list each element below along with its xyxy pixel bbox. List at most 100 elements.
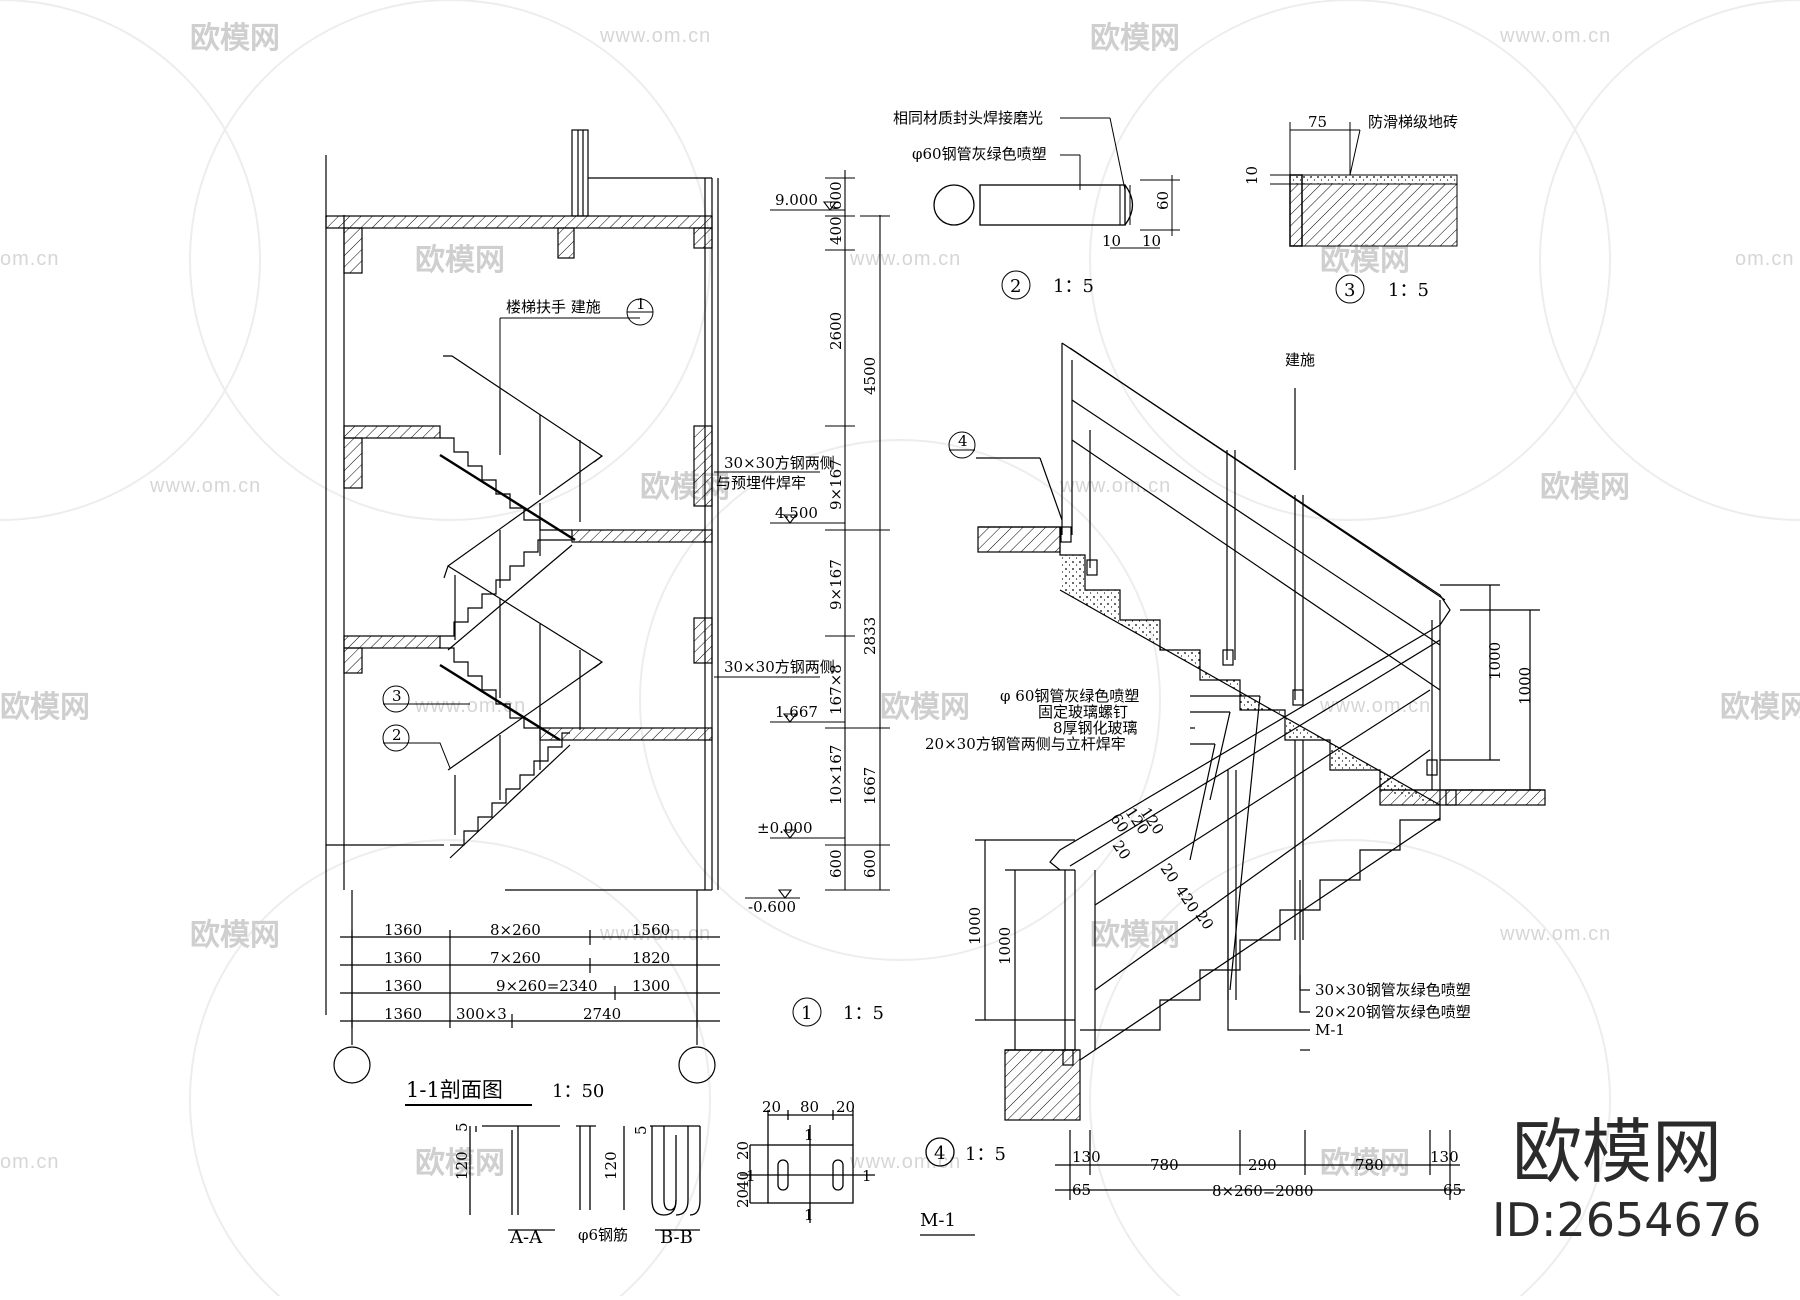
watermark-logo: 欧模网 — [1320, 1147, 1410, 1180]
rail-h-1000-d: 1000 — [996, 927, 1014, 965]
parts-details — [469, 1110, 975, 1236]
dim-600-top: 600 — [827, 181, 845, 210]
aa-dim-120: 120 — [453, 1151, 471, 1180]
rail-note-r3: M-1 — [1315, 1021, 1345, 1039]
bdim-1360-4: 1360 — [384, 1005, 422, 1023]
watermark-logo: 欧模网 — [1720, 691, 1800, 724]
detail2-num: 2 — [1010, 276, 1021, 297]
detail4-num: 4 — [934, 1143, 945, 1164]
plate-dim-20b: 20 — [836, 1098, 855, 1116]
section-scale: 1：50 — [552, 1081, 604, 1102]
rail-b-65a: 65 — [1072, 1181, 1091, 1199]
rail-d-420: 420 — [1172, 882, 1203, 916]
bdim-7x260: 7×260 — [490, 949, 541, 967]
note-steel-2: 30×30方钢两侧 — [724, 658, 835, 676]
label-rebar: φ6钢筋 — [578, 1226, 628, 1244]
d2-note-2: φ60钢管灰绿色喷塑 — [912, 145, 1047, 163]
watermark-url: www.om.cn — [599, 25, 711, 47]
rail-d-20c: 20 — [1192, 907, 1218, 933]
rail-note-3: 8厚钢化玻璃 — [1053, 719, 1138, 737]
bb-dim-5: 5 — [632, 1125, 650, 1135]
d3-dim-10: 10 — [1243, 166, 1261, 185]
watermark-logo: 欧模网 — [190, 22, 280, 55]
dim-2833: 2833 — [861, 617, 879, 655]
rail-b-290: 290 — [1248, 1156, 1277, 1174]
bdim-1360-2: 1360 — [384, 949, 422, 967]
d2-note-1: 相同材质封头焊接磨光 — [893, 109, 1043, 127]
bdim-9x260: 9×260=2340 — [496, 977, 597, 995]
watermark-logo: 欧模网 — [640, 471, 730, 504]
parts-labels: 5 120 120 5 A-A φ6钢筋 B-B 20 80 20 20 40 … — [453, 1098, 1006, 1248]
section-labels: 9.000 4.500 1.667 ±0.000 -0.600 600 400 … — [382, 181, 884, 1102]
rail-d-20b: 20 — [1157, 860, 1183, 886]
d2-dim-10b: 10 — [1142, 232, 1161, 250]
watermark-logo: 欧模网 — [1090, 919, 1180, 952]
watermark-url: om.cn — [0, 248, 59, 270]
rail-h-1000-b: 1000 — [1516, 667, 1534, 705]
detail1-scale: 1：5 — [843, 1003, 884, 1024]
d3-note: 防滑梯级地砖 — [1368, 113, 1458, 131]
rail-b-780a: 780 — [1150, 1156, 1179, 1174]
label-aa: A-A — [509, 1227, 543, 1248]
dim-10x167: 10×167 — [827, 745, 845, 805]
rail-h-1000-a: 1000 — [1486, 642, 1504, 680]
plate-dim-s20b: 20 — [734, 1189, 752, 1208]
watermark-logo: 欧模网 — [0, 691, 90, 724]
detail-4-railing — [975, 342, 1546, 1200]
detail4-scale: 1：5 — [965, 1144, 1006, 1165]
watermark-logo: 欧模网 — [1090, 22, 1180, 55]
label-bb: B-B — [660, 1227, 693, 1248]
bdim-1560: 1560 — [632, 921, 670, 939]
dim-400: 400 — [827, 216, 845, 245]
detail-3: 75 防滑梯级地砖 10 3 1：5 — [1243, 113, 1458, 304]
dim-600-bottom-b: 600 — [861, 849, 879, 878]
elev-9000: 9.000 — [775, 191, 818, 209]
rail-b-780b: 780 — [1355, 1156, 1384, 1174]
watermark-url: www.om.cn — [1499, 923, 1611, 945]
rail-d-20a: 20 — [1109, 837, 1135, 863]
rail-note-1: φ 60钢管灰绿色喷塑 — [1000, 687, 1139, 705]
watermark-url: www.om.cn — [149, 475, 261, 497]
note-handrail: 楼梯扶手 建施 — [506, 298, 601, 316]
brand-logo: 欧模网 — [1512, 1111, 1722, 1193]
bdim-1360-3: 1360 — [384, 977, 422, 995]
elev-minus600: -0.600 — [748, 898, 796, 916]
d2-dim-10a: 10 — [1102, 232, 1121, 250]
dim-600-bottom-a: 600 — [827, 849, 845, 878]
rail-jianshi: 建施 — [1285, 351, 1315, 369]
dim-4500: 4500 — [861, 357, 879, 395]
watermark-logo: 欧模网 — [880, 691, 970, 724]
elev-0000: ±0.000 — [757, 819, 813, 837]
plate-mark-top: 1 — [804, 1126, 814, 1144]
plate-mark-left: 1 — [746, 1167, 756, 1185]
dim-9x167-b: 9×167 — [827, 559, 845, 610]
bb-dim-120: 120 — [602, 1151, 620, 1180]
rail-note-2: 固定玻璃螺钉 — [1038, 703, 1128, 721]
detail2-scale: 1：5 — [1053, 276, 1094, 297]
bdim-2740: 2740 — [583, 1005, 621, 1023]
watermark-logo: 欧模网 — [1540, 471, 1630, 504]
watermark-url: www.om.cn — [849, 1151, 961, 1173]
aa-dim-5: 5 — [453, 1122, 471, 1132]
plate-mark-bottom: 1 — [804, 1206, 814, 1224]
bdim-300x3: 300×3 — [456, 1005, 507, 1023]
rail-b-65b: 65 — [1443, 1181, 1462, 1199]
label-m1: M-1 — [920, 1210, 956, 1231]
brand-mark: 欧模网 ID:2654676 — [1492, 1111, 1761, 1248]
callout-1: 1 — [636, 295, 646, 313]
rail-b-130b: 130 — [1430, 1148, 1459, 1166]
callout-3: 3 — [392, 687, 402, 705]
plate-dim-80: 80 — [800, 1098, 819, 1116]
detail1-num: 1 — [801, 1003, 812, 1024]
dim-2600: 2600 — [827, 312, 845, 350]
dim-9x167-a: 9×167 — [827, 459, 845, 510]
dim-167x8: 167×8 — [827, 664, 845, 715]
watermark-url: www.om.cn — [1059, 475, 1171, 497]
rail-b-130a: 130 — [1072, 1148, 1101, 1166]
bdim-1820: 1820 — [632, 949, 670, 967]
callout-2: 2 — [392, 726, 402, 744]
rail-note-r2: 20×20钢管灰绿色喷塑 — [1315, 1003, 1471, 1021]
elev-4500: 4.500 — [775, 504, 818, 522]
